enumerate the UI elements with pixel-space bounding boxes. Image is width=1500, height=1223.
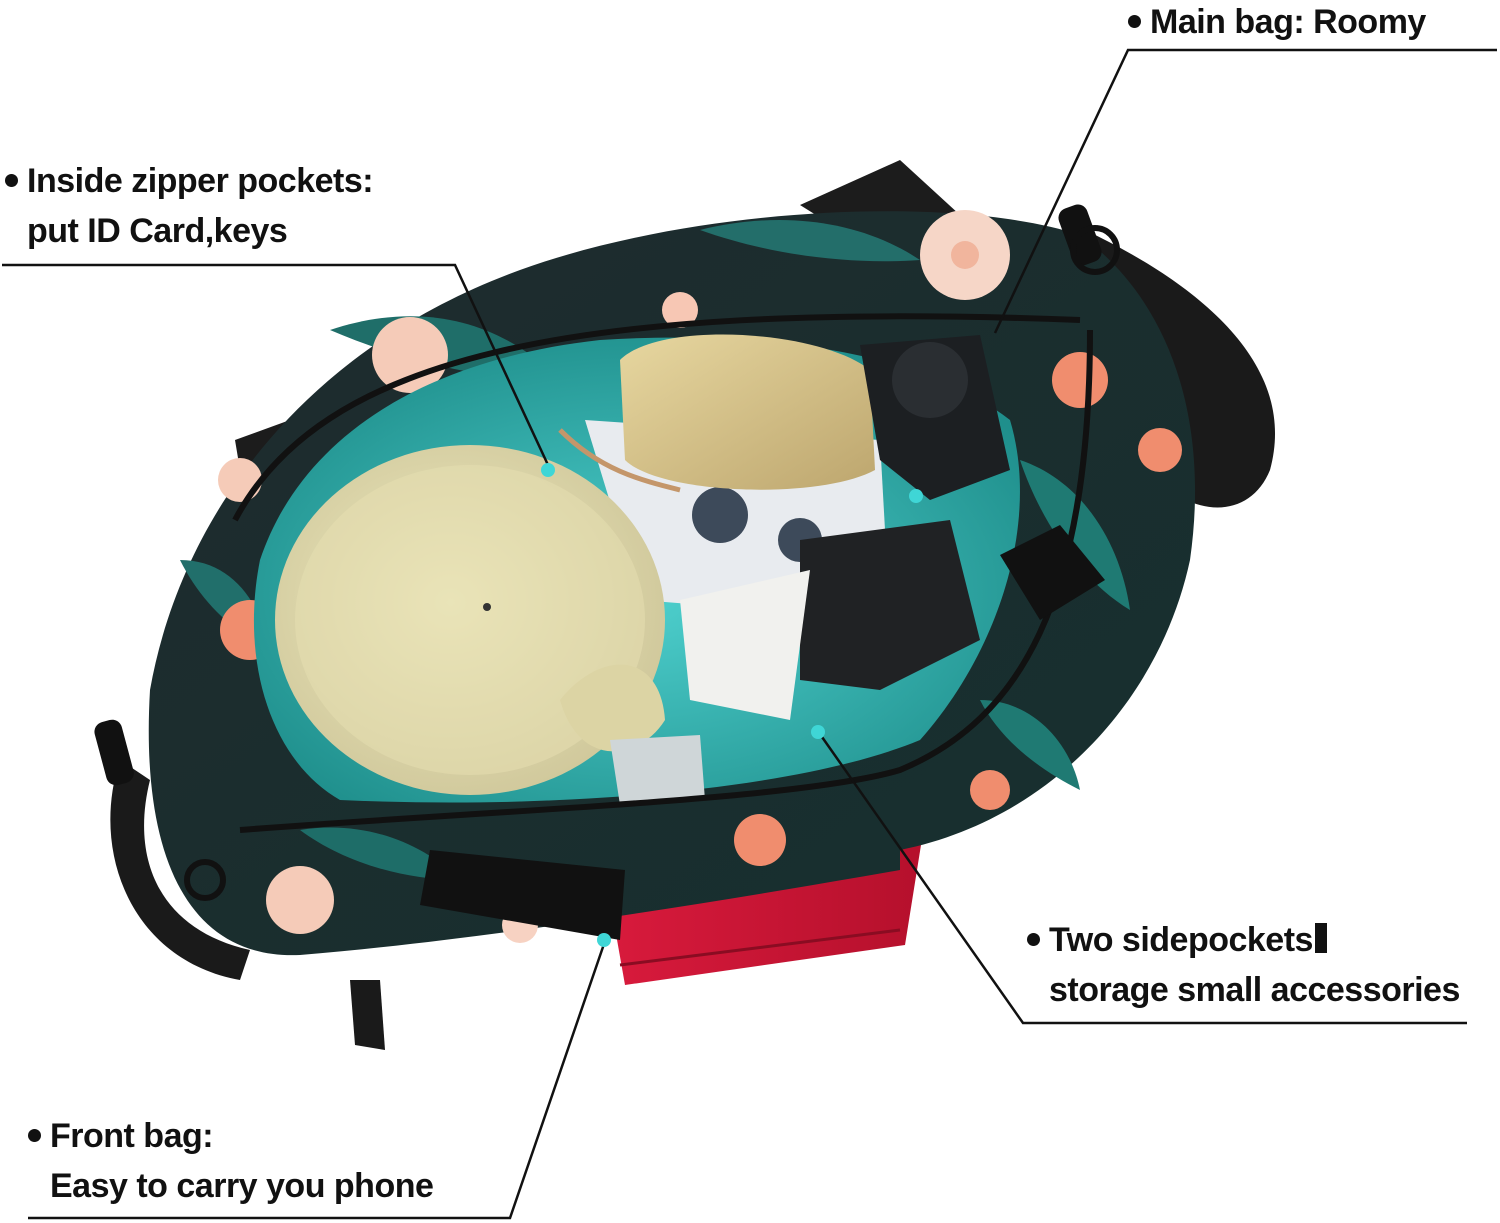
bullet-icon — [5, 173, 18, 187]
callout-side-pockets-line1: Two sidepockets — [1049, 921, 1313, 959]
callout-inside-pockets-line2: put ID Card,keys — [27, 212, 288, 250]
watermark-mark — [1314, 923, 1327, 954]
callout-line-side-pockets — [820, 736, 1467, 1025]
callout-main-bag: Main bag: Roomy — [1128, 0, 1426, 47]
callout-dot-front-bag — [597, 933, 611, 947]
callout-line-main-bag — [993, 48, 1497, 334]
callout-line-inside-pockets — [2, 263, 550, 466]
callout-front-bag: Front bag: Easy to carry you phone — [28, 1111, 434, 1211]
callout-front-bag-line2: Easy to carry you phone — [50, 1167, 434, 1205]
callout-inside-pockets-line1: Inside zipper pockets: — [27, 162, 374, 200]
callout-side-pockets-line2: storage small accessories — [1049, 971, 1460, 1009]
bullet-icon — [1128, 14, 1141, 28]
bag-contents — [275, 334, 1010, 805]
callout-dot-inside-pockets — [541, 463, 555, 477]
bullet-icon — [1027, 932, 1040, 946]
callout-dot-main-bag — [909, 489, 923, 503]
callout-line-front-bag — [28, 943, 606, 1220]
callout-main-bag-text: Main bag: Roomy — [1150, 3, 1426, 41]
callout-dot-side-pockets — [811, 725, 825, 739]
callout-front-bag-line1: Front bag: — [50, 1117, 214, 1155]
front-strap — [420, 525, 1105, 940]
callout-side-pockets: Two sidepockets storage small accessorie… — [1027, 915, 1460, 1015]
callout-dots — [541, 463, 923, 947]
flower-pattern — [218, 210, 1182, 943]
callout-lines — [2, 48, 1497, 1220]
bullet-icon — [28, 1128, 41, 1142]
callout-inside-pockets: Inside zipper pockets: put ID Card,keys — [5, 156, 374, 256]
